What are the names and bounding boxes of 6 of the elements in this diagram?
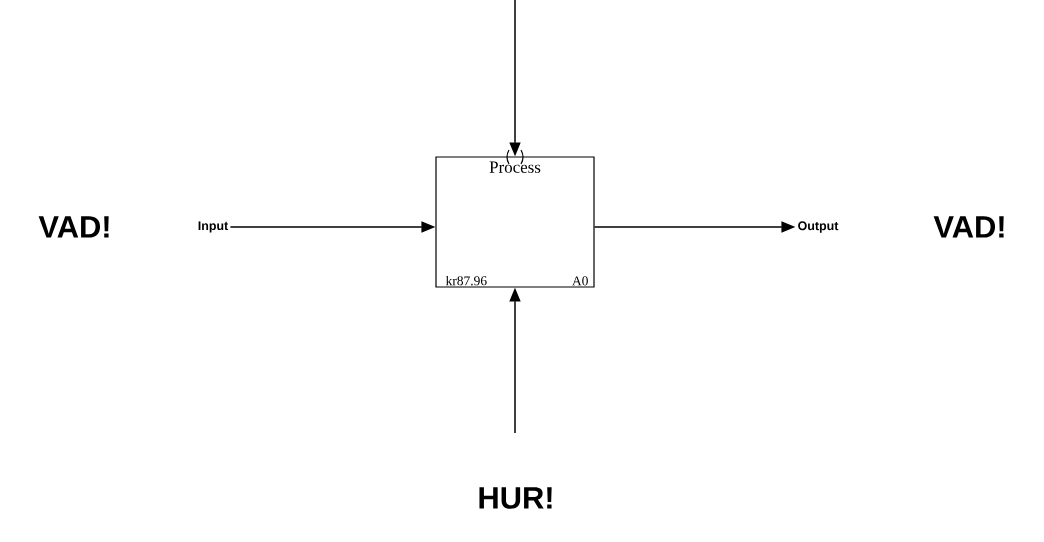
heading-label: HUR!: [479, 487, 552, 509]
heading-label: VAD!: [38, 216, 109, 238]
process-box: Process kr87.96 A0: [435, 156, 595, 288]
flow-label: Input: [198, 221, 229, 233]
heading-label: VAD!: [933, 216, 1004, 238]
flow-label: Output: [798, 221, 839, 233]
